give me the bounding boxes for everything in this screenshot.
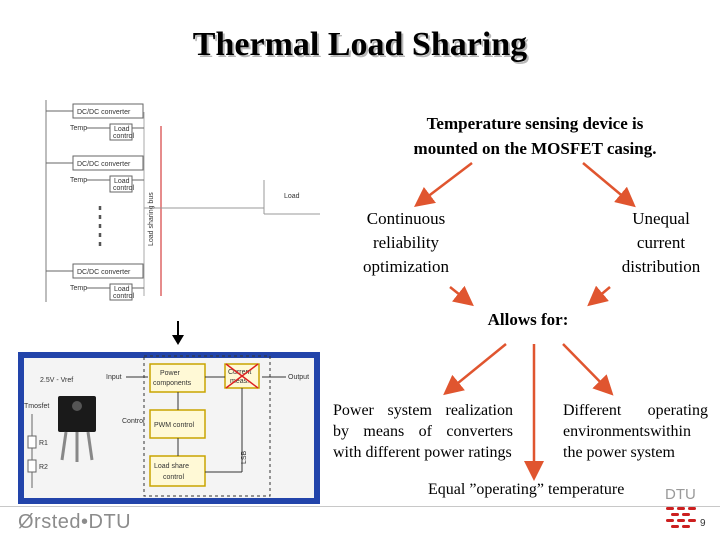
continuous-line-3: optimization [363,257,449,276]
load-sharing-bus-label: Load sharing bus [148,192,155,246]
converter-3-label: DC/DC converter [77,269,131,276]
load-share-line2: control [163,474,184,481]
control-label: Control [122,418,145,425]
load-control-2-line1: Load [114,178,130,185]
sensing-line-2: mounted on the MOSFET casing. [413,139,657,158]
arrow-to-environments [562,343,614,396]
unequal-distribution-text: Unequal current distribution [606,207,716,279]
load-control-3-line2: control [113,293,134,300]
converter-2-label: DC/DC converter [77,161,131,168]
control-diagram: Input Output Power components Current me… [18,352,320,504]
continuous-line-1: Continuous [366,209,446,228]
converter-1-label: DC/DC converter [77,109,131,116]
converter-diagram: Load sharing bus DC/DC converter Temp Lo… [40,96,320,306]
unequal-line-3: distribution [621,257,701,276]
footer-divider [0,506,720,507]
pwm-control-label: PWM control [154,422,195,429]
slide-number: 9 [700,518,706,529]
sensing-line-1: Temperature sensing device is [426,114,644,133]
tmosfet-label: Tmosfet [24,403,49,410]
r2-label: R2 [39,464,48,471]
output-label: Output [288,374,309,381]
power-components-line1: Power [160,370,181,377]
load-control-1-line1: Load [114,126,130,133]
input-label: Input [106,374,122,381]
r1-label: R1 [39,440,48,447]
slide-title: Thermal Load Sharing [192,26,528,63]
environments-text: Different operating environmentswithin t… [563,402,708,461]
arrow-to-power-system [443,343,507,396]
continuous-line-2: reliability [372,233,440,252]
load-control-2-line2: control [113,185,134,192]
orsted-dtu-logo: Ørsted•DTU [18,511,132,533]
arrow-continuous-to-allows [449,285,474,307]
lsb-label: LSB [241,450,248,464]
load-control-3-line1: Load [114,286,130,293]
power-components-line2: components [153,380,192,387]
arrow-to-continuous [414,162,473,208]
arrow-to-unequal [582,162,636,208]
arrow-unequal-to-allows [587,285,611,307]
allows-for-text: Allows for: [487,310,569,329]
unequal-line-1: Unequal [632,209,690,228]
down-arrow-icon [172,321,184,345]
sensing-description: Temperature sensing device is mounted on… [360,111,710,161]
vref-label: 2.5V - Vref [40,377,73,384]
dtu-logo-mark [666,507,696,528]
temp-2-label: Temp [70,177,87,184]
load-label: Load [284,193,300,200]
equal-temperature-text: Equal ”operating” temperature [428,481,625,498]
dtu-logo-text: DTU [665,486,696,503]
temp-3-label: Temp [70,285,87,292]
unequal-line-2: current [636,233,686,252]
load-control-1-line2: control [113,133,134,140]
power-system-text: Power system realization by means of con… [333,402,513,461]
temp-1-label: Temp [70,125,87,132]
continuous-optimization-text: Continuous reliability optimization [342,207,470,279]
current-meas-line1: Current [228,369,251,376]
current-meas-line2: meas. [230,378,249,385]
load-share-line1: Load share [154,463,189,470]
